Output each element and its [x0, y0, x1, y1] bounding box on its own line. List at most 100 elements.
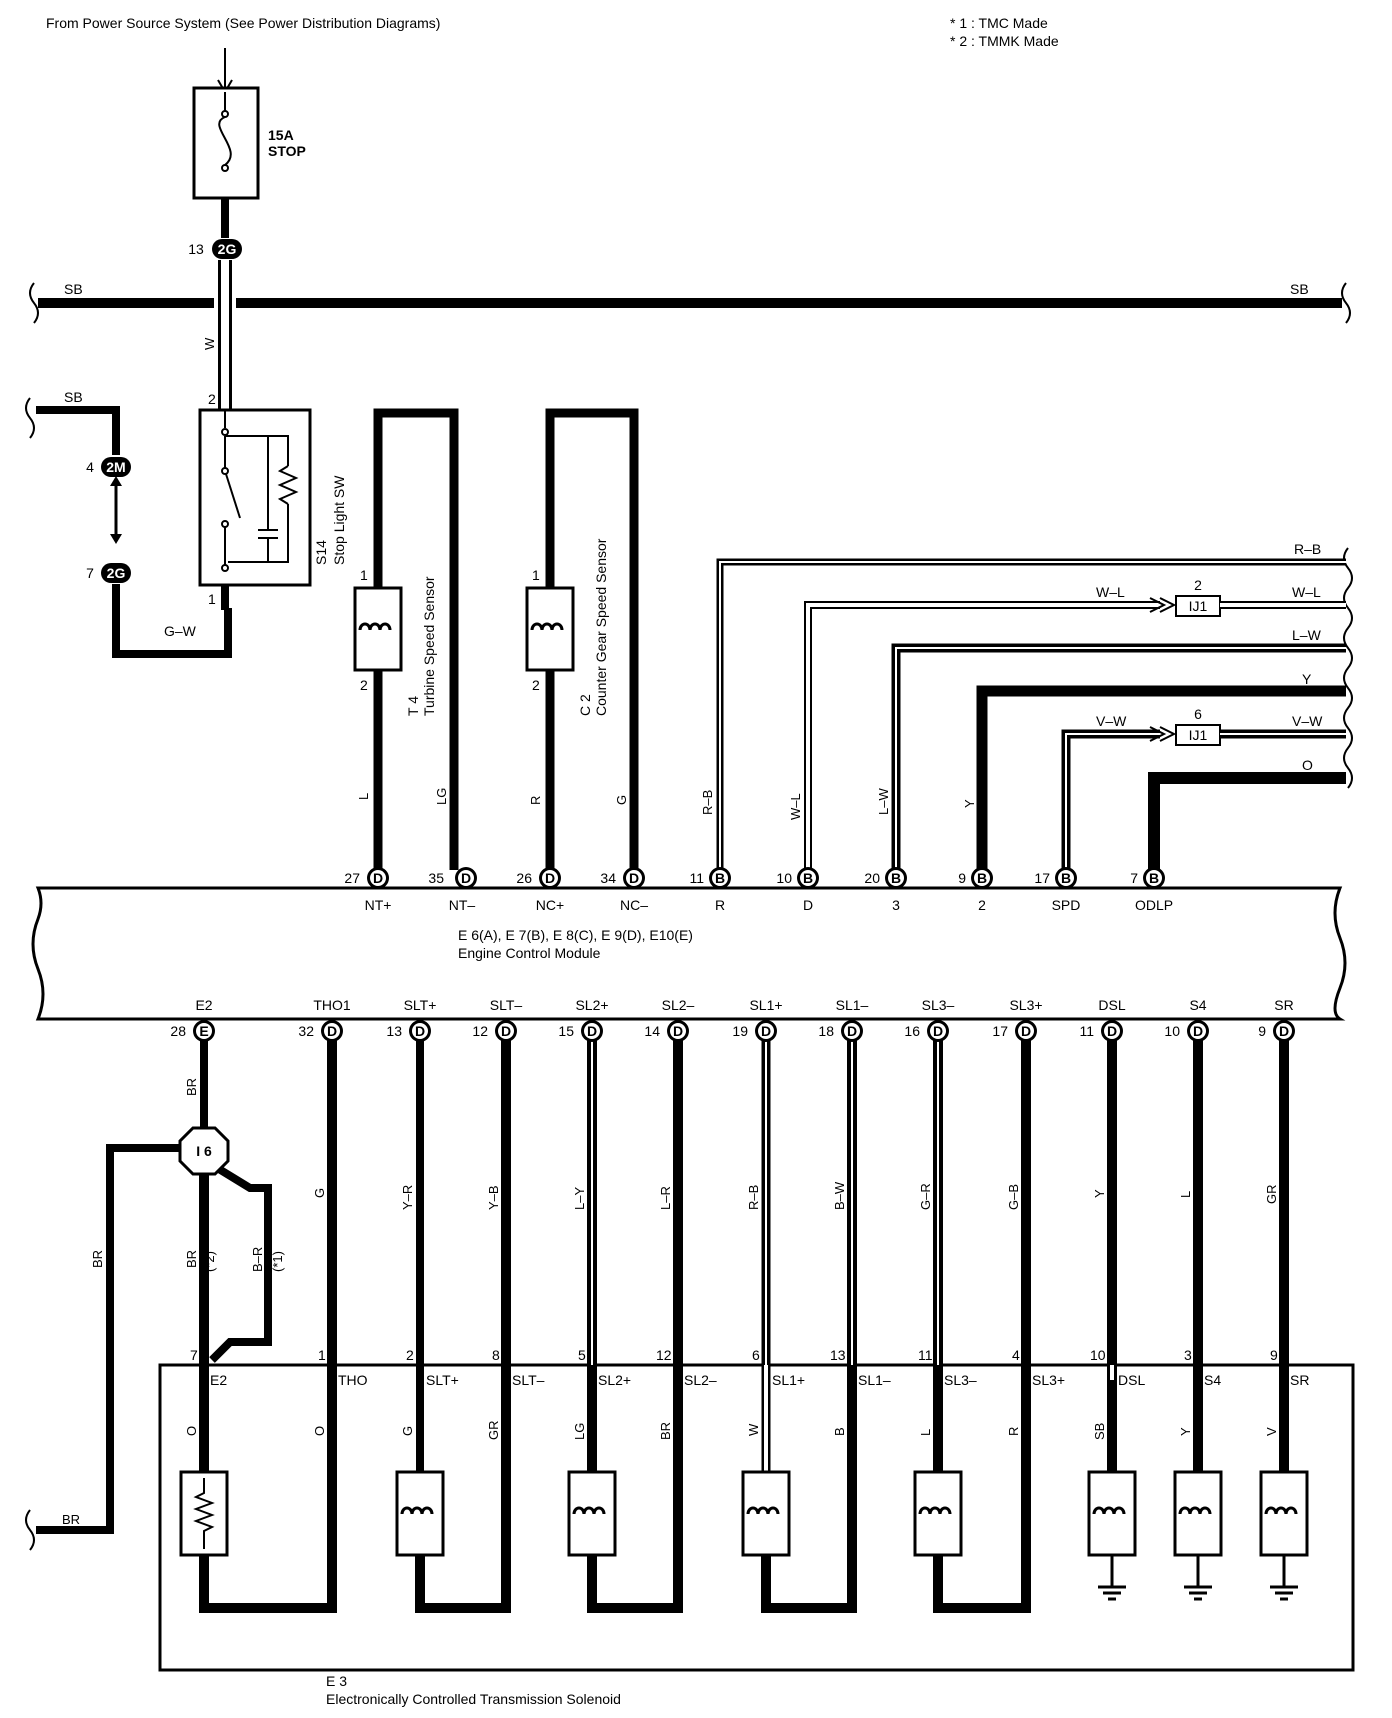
- right-wires: [716, 547, 1353, 870]
- wire-w-label: W: [202, 337, 217, 350]
- sol-pin-10: 10: [1090, 1347, 1106, 1363]
- svg-text:B: B: [1061, 870, 1071, 886]
- sol-term-dsl: DSL: [1118, 1372, 1145, 1388]
- ecm-bottom-pin-13: 13 D: [386, 1020, 431, 1042]
- connector-2m: 2M: [101, 457, 131, 477]
- source-note: From Power Source System (See Power Dist…: [46, 15, 440, 31]
- ecm-bottom-pin-17: 17 D: [992, 1020, 1037, 1042]
- wire-ly: L–Y: [572, 1187, 587, 1210]
- sol-pin-4: 4: [1012, 1347, 1020, 1363]
- ecm-bottom-pin-12: 12 D: [472, 1020, 517, 1042]
- svg-text:NC+: NC+: [536, 897, 564, 913]
- wire-bw: B–W: [832, 1181, 847, 1210]
- svg-text:D: D: [933, 1023, 943, 1039]
- ecm-top-pin-26: 26 D NC+: [516, 867, 564, 913]
- sol-pin-2: 2: [406, 1347, 414, 1363]
- svg-text:NC–: NC–: [620, 897, 648, 913]
- svg-text:R: R: [715, 897, 725, 913]
- ecm-top-pin-34: 34 D NC–: [600, 867, 648, 913]
- connector-2m-pin: 4: [86, 459, 94, 475]
- sol-term-tho: THO: [338, 1372, 368, 1388]
- right-wire-wl-in: W–L: [1096, 584, 1125, 600]
- svg-text:2G: 2G: [107, 565, 126, 581]
- sol-pin-8: 8: [492, 1347, 500, 1363]
- star2-label: (*2): [202, 1251, 217, 1272]
- wire-w: [218, 260, 232, 410]
- right-wire-y: Y: [1302, 671, 1312, 687]
- wire-yb: Y–B: [486, 1185, 501, 1210]
- c2-name: Counter Gear Speed Sensor: [593, 538, 609, 716]
- svg-text:2M: 2M: [106, 459, 125, 475]
- note-tmc: * 1 : TMC Made: [950, 15, 1048, 31]
- svg-text:12: 12: [472, 1023, 488, 1039]
- sol-pin-9: 9: [1270, 1347, 1278, 1363]
- ecm-bot-term-dsl: DSL: [1098, 997, 1125, 1013]
- right-wire-vw-in: V–W: [1096, 713, 1127, 729]
- wire-br-bottom-left: BR: [62, 1512, 80, 1527]
- sb-bus-right-label: SB: [1290, 281, 1309, 297]
- svg-text:D: D: [587, 1023, 597, 1039]
- sol-term-sl2-plus: SL2+: [598, 1372, 631, 1388]
- svg-text:18: 18: [818, 1023, 834, 1039]
- solenoid-name: Electronically Controlled Transmission S…: [326, 1691, 621, 1707]
- t4-wire-b: LG: [434, 788, 449, 805]
- ecm-bot-term-sl2-minus: SL2–: [662, 997, 695, 1013]
- connector-2g-left: 2G: [101, 563, 131, 583]
- ecm-bot-term-e2: E2: [195, 997, 212, 1013]
- svg-text:19: 19: [732, 1023, 748, 1039]
- sb-branch-left: [25, 397, 232, 658]
- svg-text:9: 9: [958, 870, 966, 886]
- sol-pin-5: 5: [578, 1347, 586, 1363]
- ecm-bottom-pin-32: 32 D: [298, 1020, 343, 1042]
- svg-text:35: 35: [428, 870, 444, 886]
- sol-term-sl3-plus: SL3+: [1032, 1372, 1065, 1388]
- sol-term-sl1-plus: SL1+: [772, 1372, 805, 1388]
- fuse-15a-stop: [192, 86, 260, 200]
- c2-wire-b: G: [614, 795, 629, 805]
- svg-text:32: 32: [298, 1023, 314, 1039]
- bottom-wiring: I 6: [25, 1035, 1309, 1613]
- sol-term-s4: S4: [1204, 1372, 1221, 1388]
- stop-light-switch: [198, 408, 312, 610]
- ecm-bottom-pin-15: 15 D: [558, 1020, 603, 1042]
- svg-text:D: D: [673, 1023, 683, 1039]
- sol-wire-v: V: [1264, 1427, 1279, 1436]
- ecm-bot-term-slt-minus: SLT–: [490, 997, 523, 1013]
- svg-text:D: D: [629, 870, 639, 886]
- ecm-name: Engine Control Module: [458, 945, 601, 961]
- svg-text:D: D: [501, 1023, 511, 1039]
- ecm-top-pin-17: 17 B SPD: [1034, 867, 1080, 913]
- ecm-bot-term-sl3-minus: SL3–: [922, 997, 955, 1013]
- svg-text:D: D: [327, 1023, 337, 1039]
- sol-term-sr: SR: [1290, 1372, 1309, 1388]
- svg-text:D: D: [545, 870, 555, 886]
- ecm-top-wire-wl: W–L: [788, 793, 803, 820]
- c2-wire-a: R: [528, 796, 543, 805]
- ij1-b-id: IJ1: [1189, 727, 1208, 743]
- ecm-top-pin-27: 27 D NT+: [344, 867, 391, 913]
- connector-2g-left-pin: 7: [86, 565, 94, 581]
- sb-bus: [29, 282, 1351, 324]
- svg-text:2G: 2G: [218, 241, 237, 257]
- switch-code: S14: [313, 540, 329, 565]
- ecm-bot-term-sl3-plus: SL3+: [1009, 997, 1042, 1013]
- svg-text:34: 34: [600, 870, 616, 886]
- t4-code: T 4: [405, 696, 421, 716]
- t4-name: Turbine Speed Sensor: [421, 576, 437, 716]
- svg-text:28: 28: [170, 1023, 186, 1039]
- sol-pin-12: 12: [656, 1347, 672, 1363]
- ecm-bot-term-s4: S4: [1189, 997, 1206, 1013]
- svg-text:17: 17: [992, 1023, 1008, 1039]
- ecm-bottom-pin-9: 9 D: [1258, 1020, 1295, 1042]
- svg-text:26: 26: [516, 870, 532, 886]
- sol-pin-1: 1: [318, 1347, 326, 1363]
- svg-text:B: B: [977, 870, 987, 886]
- c2-code: C 2: [577, 694, 593, 716]
- fuse-rating: 15A: [268, 127, 294, 143]
- sol-term-sl3-minus: SL3–: [944, 1372, 977, 1388]
- wire-gr-sl3: G–R: [918, 1183, 933, 1210]
- ecm-top-pin-9: 9 B 2: [958, 867, 993, 913]
- sol-wire-gr: GR: [486, 1421, 501, 1441]
- svg-text:9: 9: [1258, 1023, 1266, 1039]
